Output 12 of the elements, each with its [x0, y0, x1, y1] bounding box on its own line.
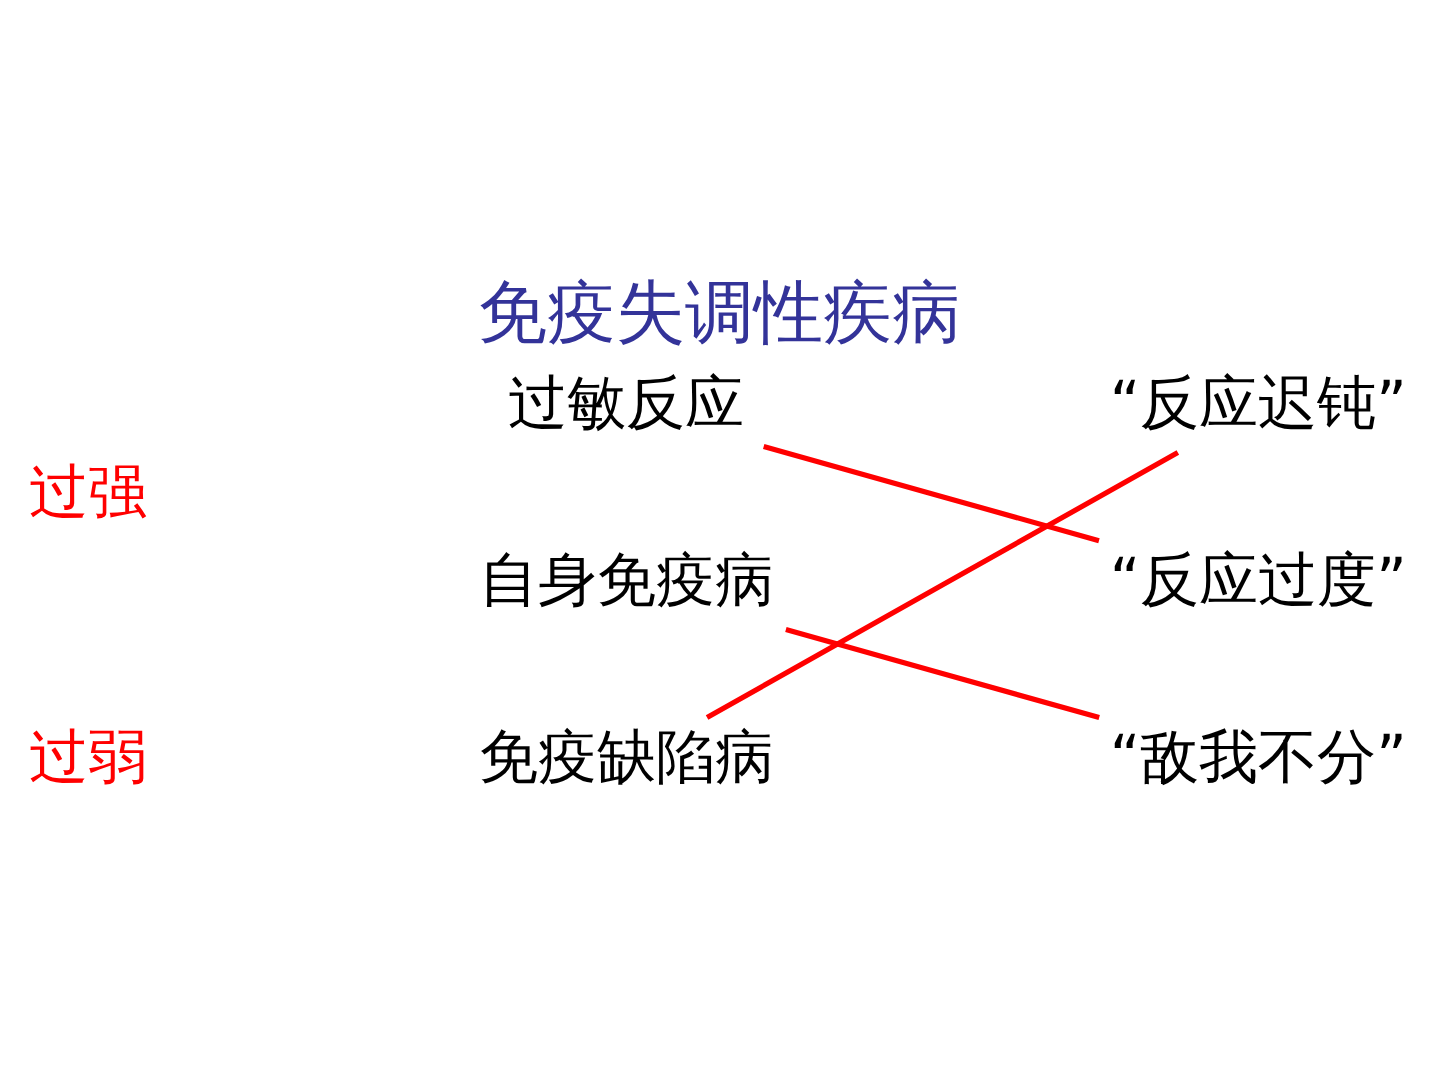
connector — [763, 443, 1100, 544]
node-text: 过敏反应 — [508, 368, 745, 438]
connector — [785, 626, 1100, 721]
label: 过强 — [29, 456, 148, 526]
diagram-title: 免疫失调性疾病 — [478, 272, 962, 353]
node-text: “敌我不分” — [1109, 721, 1407, 791]
node-text: “反应过度” — [1109, 545, 1407, 615]
label: 过弱 — [29, 721, 148, 791]
connector — [705, 450, 1180, 720]
node-text: “反应迟钝” — [1109, 368, 1407, 438]
node-text: 免疫缺陷病 — [478, 721, 774, 791]
node-text: 自身免疫病 — [478, 545, 774, 615]
